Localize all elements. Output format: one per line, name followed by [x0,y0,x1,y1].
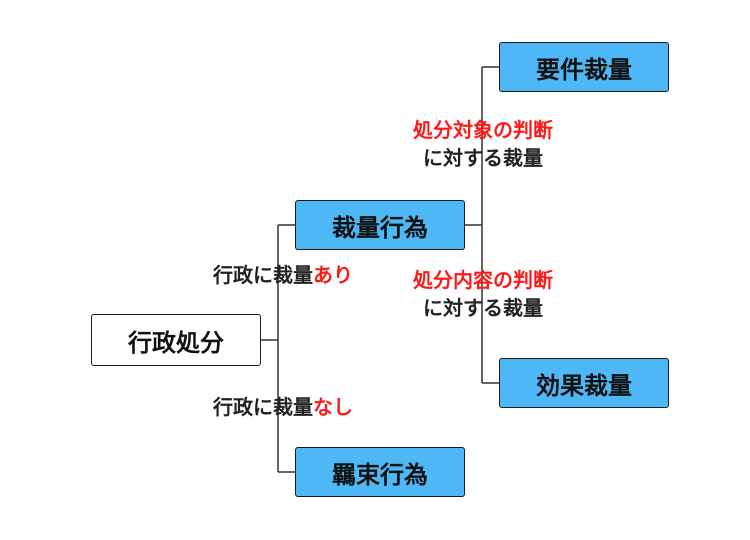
node-requirement-discretion: 要件裁量 [499,42,669,92]
node-bound-act: 羈束行為 [295,447,465,497]
node-discretionary-act: 裁量行為 [295,200,465,250]
label-without-discretion-prefix: 行政に裁量 [213,395,313,419]
label-requirement: 処分対象の判断 に対する裁量 [383,116,583,172]
label-requirement-line1: 処分対象の判断 [413,118,553,142]
label-with-discretion-suffix: あり [313,263,353,287]
label-effect: 処分内容の判断 に対する裁量 [383,266,583,322]
node-administrative-disposition: 行政処分 [91,314,261,366]
node-effect-discretion: 効果裁量 [499,358,669,408]
label-with-discretion-prefix: 行政に裁量 [213,263,313,287]
label-with-discretion: 行政に裁量あり [213,261,353,289]
label-effect-line1: 処分内容の判断 [413,268,553,292]
label-without-discretion: 行政に裁量なし [213,393,353,421]
label-without-discretion-suffix: なし [313,395,353,419]
label-requirement-line2: に対する裁量 [423,146,543,170]
label-effect-line2: に対する裁量 [423,296,543,320]
